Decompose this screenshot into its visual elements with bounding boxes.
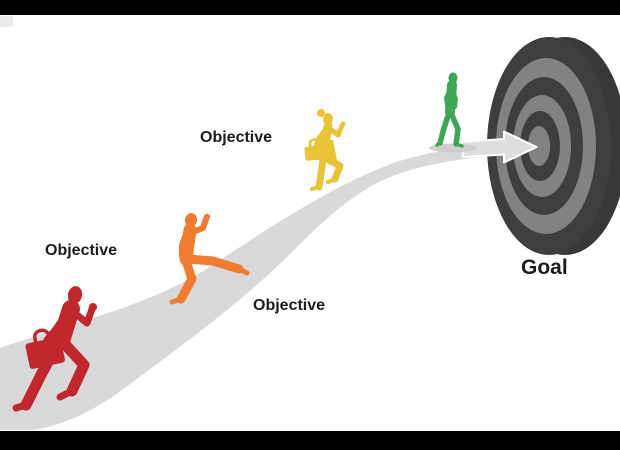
figure-standing-leg <box>315 156 327 191</box>
briefcase-handle <box>308 138 320 148</box>
letterbox-bottom-bar <box>0 431 620 450</box>
figure-climbing-businesswoman <box>304 109 346 191</box>
figure-back-shoe <box>310 185 321 191</box>
figure-fist <box>89 303 97 311</box>
figure-bent-arm <box>327 123 345 138</box>
figure-back-shoe <box>169 296 184 305</box>
objective-label-bottom: Objective <box>253 297 326 314</box>
figure-head <box>323 113 333 125</box>
figure-head <box>67 286 83 304</box>
figure-back-leg <box>437 110 452 146</box>
figure-standing-leg <box>176 256 197 304</box>
figure-raised-arm <box>190 216 209 235</box>
figure-front-arm <box>450 87 458 109</box>
arrow-into-target <box>461 130 538 164</box>
bullseye-target <box>487 37 620 255</box>
figure-walking-businessman <box>435 72 464 148</box>
figure-head <box>184 213 198 227</box>
briefcase-handle <box>33 328 52 344</box>
objective-label-left: Objective <box>45 242 118 259</box>
figure-back-arm <box>444 87 452 107</box>
figure-front-shoe <box>236 266 250 276</box>
figure-back-leg <box>20 337 64 411</box>
target-center <box>528 126 550 166</box>
letterbox-top-bar <box>0 0 620 15</box>
figure-back-shoe <box>435 141 442 147</box>
figure-hand <box>340 121 346 127</box>
figure-torso <box>179 223 197 266</box>
walker-shadow <box>429 143 477 153</box>
figure-front-leg <box>448 110 461 147</box>
figure-running-businessman <box>12 286 97 412</box>
figure-striding-businessman <box>169 213 250 305</box>
figure-extended-leg <box>183 254 244 274</box>
figure-front-shoe <box>56 387 76 401</box>
figure-front-leg <box>56 335 90 397</box>
goal-label: Goal <box>521 256 568 279</box>
figure-back-shoe <box>12 401 30 412</box>
curved-path <box>0 132 537 430</box>
figure-raised-leg <box>325 156 344 183</box>
figure-fist <box>203 213 211 221</box>
objective-label-top: Objective <box>200 129 273 146</box>
figure-front-arm <box>68 305 96 327</box>
briefcase <box>304 138 326 161</box>
figure-front-shoe <box>326 177 337 184</box>
figure-back-arm <box>179 231 189 259</box>
corner-artifact <box>0 16 13 27</box>
figure-front-shoe <box>454 142 464 148</box>
briefcase-body <box>304 145 326 161</box>
figure-hair-bun <box>317 109 325 117</box>
